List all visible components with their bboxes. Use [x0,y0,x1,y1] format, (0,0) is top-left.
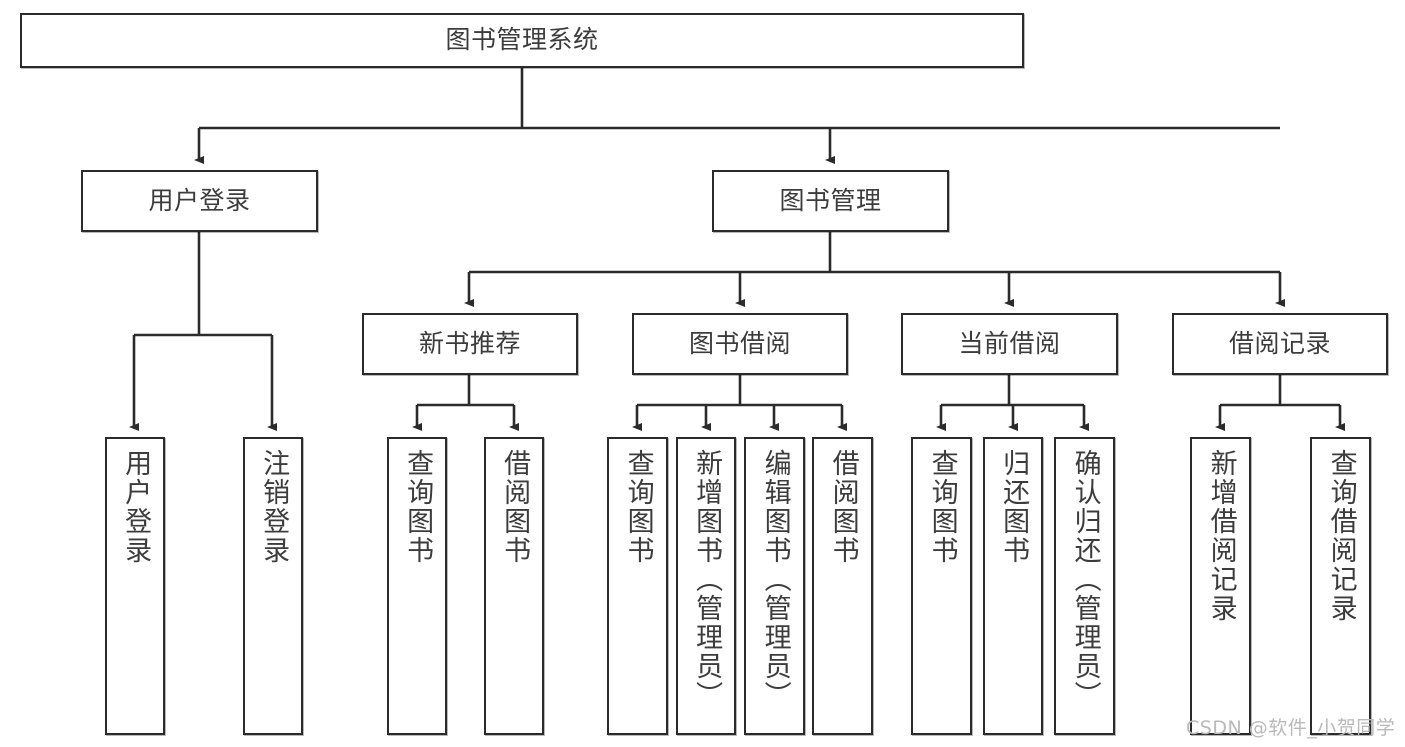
leaf-user-login-label: 用户登录 [120,449,152,565]
leaf-query-book-borrow[interactable]: 查询图书 [607,437,668,735]
node-book-borrow-label: 图书借阅 [688,328,791,358]
node-borrow-records-label: 借阅记录 [1228,328,1331,358]
node-borrow-records[interactable]: 借阅记录 [1172,313,1388,375]
leaf-add-borrow-record-label: 新增借阅记录 [1205,449,1237,623]
leaf-edit-book-admin-label: 编辑图书（管理员） [759,449,791,710]
node-new-book-recommend[interactable]: 新书推荐 [362,313,578,375]
node-root-label: 图书管理系统 [445,25,599,55]
leaf-borrow-book[interactable]: 借阅图书 [812,437,873,735]
leaf-borrow-book-new-label: 借阅图书 [499,449,531,565]
node-user-login-label: 用户登录 [148,185,251,215]
leaf-confirm-return-admin[interactable]: 确认归还（管理员） [1054,437,1115,735]
node-book-management[interactable]: 图书管理 [712,170,949,232]
leaf-query-book-new[interactable]: 查询图书 [387,437,447,735]
leaf-return-book-label: 归还图书 [998,449,1030,565]
leaf-edit-book-admin[interactable]: 编辑图书（管理员） [744,437,805,735]
leaf-query-book-borrow-label: 查询图书 [622,449,654,565]
leaf-query-book-new-label: 查询图书 [402,449,434,565]
leaf-return-book[interactable]: 归还图书 [983,437,1043,735]
leaf-borrow-book-new[interactable]: 借阅图书 [484,437,544,735]
node-book-management-label: 图书管理 [779,185,882,215]
leaf-add-borrow-record[interactable]: 新增借阅记录 [1190,437,1251,735]
node-root[interactable]: 图书管理系统 [20,13,1024,68]
leaf-user-login[interactable]: 用户登录 [105,437,165,735]
node-new-book-recommend-label: 新书推荐 [418,328,521,358]
leaf-query-book-current[interactable]: 查询图书 [911,437,972,735]
leaf-confirm-return-admin-label: 确认归还（管理员） [1069,449,1101,710]
leaf-query-book-current-label: 查询图书 [926,449,958,565]
node-current-borrow[interactable]: 当前借阅 [901,313,1118,375]
leaf-borrow-book-label: 借阅图书 [827,449,859,565]
leaf-logout[interactable]: 注销登录 [243,437,303,735]
node-user-login[interactable]: 用户登录 [81,170,318,232]
leaf-add-book-admin-label: 新增图书（管理员） [691,449,723,710]
leaf-add-book-admin[interactable]: 新增图书（管理员） [676,437,736,735]
leaf-query-borrow-record[interactable]: 查询借阅记录 [1310,437,1371,735]
leaf-query-borrow-record-label: 查询借阅记录 [1325,449,1357,623]
leaf-logout-label: 注销登录 [258,449,290,565]
node-current-borrow-label: 当前借阅 [958,328,1061,358]
node-book-borrow[interactable]: 图书借阅 [632,313,848,375]
